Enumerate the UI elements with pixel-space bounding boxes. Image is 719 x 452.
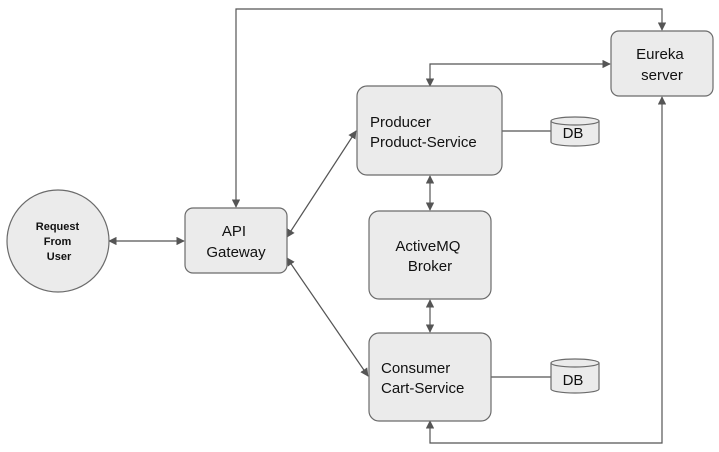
edge-producer-eureka (425, 59, 611, 87)
svg-text:Request From User: Request From User (36, 221, 82, 263)
producer-label-line2: Product-Service (370, 134, 477, 151)
db-consumer-icon: DB (550, 358, 600, 394)
db-consumer-label: DB (563, 372, 584, 389)
eureka-node: Eureka server (610, 30, 714, 97)
broker-label-line1: ActiveMQ (395, 238, 460, 255)
svg-text:API Gateway: API Gateway (206, 223, 266, 261)
db-producer-label: DB (563, 125, 584, 142)
user-node: Request From User (6, 189, 110, 293)
user-label-line1: Request (36, 221, 80, 233)
broker-label-line2: Broker (408, 258, 452, 275)
edge-gateway-producer (286, 130, 357, 238)
edge-gateway-consumer (286, 257, 369, 377)
svg-text:ActiveMQ Broker: ActiveMQ Broker (395, 238, 464, 275)
eureka-label-line2: server (641, 67, 683, 84)
consumer-label-line1: Consumer (381, 360, 450, 377)
consumer-node: Consumer Cart-Service (368, 332, 492, 422)
svg-text:Consumer Cart-Service: Consumer Cart-Service (381, 360, 464, 397)
db-producer-icon: DB (550, 116, 600, 147)
eureka-label-line1: Eureka (636, 46, 684, 63)
consumer-label-line2: Cart-Service (381, 380, 464, 397)
edge-consumer-eureka (425, 96, 667, 444)
user-label-line3: User (47, 251, 72, 263)
edge-gateway-eureka (231, 8, 667, 208)
svg-text:Producer Product-Service: Producer Product-Service (370, 114, 477, 151)
gateway-label-line1: API (222, 223, 246, 240)
gateway-node: API Gateway (184, 207, 288, 274)
broker-node: ActiveMQ Broker (368, 210, 492, 300)
edges (108, 8, 667, 444)
producer-label-line1: Producer (370, 114, 431, 131)
gateway-label-line2: Gateway (206, 244, 266, 261)
user-label-line2: From (44, 236, 72, 248)
producer-node: Producer Product-Service (356, 85, 503, 176)
svg-text:Eureka server: Eureka server (636, 46, 688, 84)
